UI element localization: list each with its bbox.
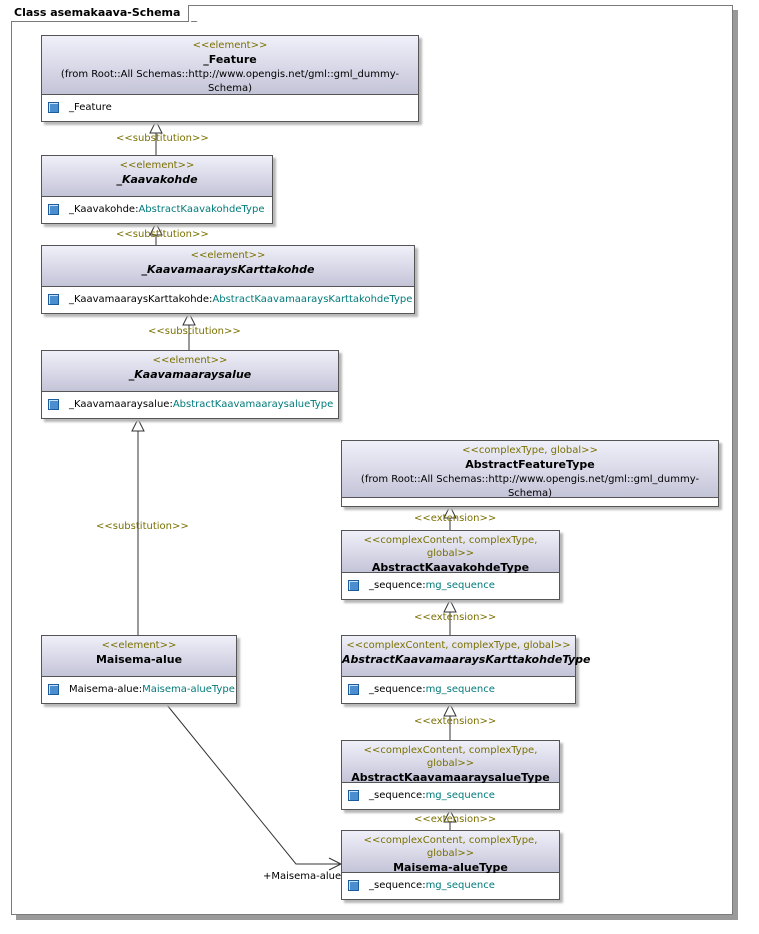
substitution-label: <<substitution>> — [116, 229, 209, 240]
attribute-icon — [48, 203, 59, 215]
attribute-row: _sequence:mg_sequence — [342, 573, 559, 599]
generalization-arrowhead — [443, 504, 457, 519]
attribute-icon — [48, 293, 59, 305]
class-header: <<complexContent, complexType, global>> … — [342, 531, 559, 574]
stereotype: <<complexContent, complexType, global>> — [363, 535, 538, 559]
attribute-type-link[interactable]: AbstractKaavamaaraysKarttakohdeType — [212, 294, 413, 305]
stereotype: <<element>> — [101, 640, 177, 651]
stereotype: <<element>> — [190, 250, 266, 261]
attribute-icon — [348, 683, 359, 695]
extension-label: <<extension>> — [414, 513, 497, 524]
class-name: _KaavamaaraysKarttakohde — [141, 263, 315, 276]
generalization-arrowhead — [149, 221, 163, 236]
attribute-name: _Kaavakohde: — [69, 204, 139, 215]
class-header: <<element>> Maisema-alue — [42, 636, 236, 677]
class-name: _Kaavakohde — [116, 173, 198, 186]
stereotype: <<complexContent, complexType, global>> — [363, 835, 538, 859]
class-header: <<complexType, global>> AbstractFeatureT… — [342, 441, 718, 499]
class-kaavamaarayskarttakohde[interactable]: <<element>> _KaavamaaraysKarttakohde _Ka… — [41, 245, 415, 314]
generalization-arrowhead — [182, 311, 196, 326]
class-name: _Kaavamaaraysalue — [128, 368, 252, 381]
class-header: <<complexContent, complexType, global>> … — [342, 636, 591, 677]
attribute-name: _sequence: — [369, 790, 426, 801]
class-header: <<element>> _Kaavamaaraysalue — [42, 351, 338, 392]
attribute-icon — [348, 879, 359, 891]
diagram-title: Class asemakaava-Schema — [11, 5, 190, 22]
class-name: Maisema-alueType — [393, 861, 508, 874]
attribute-name: Maisema-alue: — [69, 684, 143, 695]
generalization-arrowhead — [443, 702, 457, 717]
class-maisema-alue[interactable]: <<element>> Maisema-alue Maisema-alue:Ma… — [41, 635, 237, 704]
attribute-type-link[interactable]: mg_sequence — [425, 880, 495, 891]
class-kaavamaaraysalue[interactable]: <<element>> _Kaavamaaraysalue _Kaavamaar… — [41, 350, 339, 419]
package-path: (from Root::All Schemas::http://www.open… — [360, 474, 700, 499]
stereotype: <<complexContent, complexType, global>> — [363, 745, 538, 769]
attribute-icon — [348, 789, 359, 801]
attribute-icon — [48, 101, 59, 113]
class-name: AbstractKaavakohdeType — [371, 561, 530, 574]
stereotype: <<element>> — [192, 40, 268, 51]
class-header: <<complexContent, complexType, global>> … — [342, 831, 559, 874]
extension-label: <<extension>> — [414, 612, 497, 623]
attribute-type-link[interactable]: AbstractKaavakohdeType — [138, 204, 265, 215]
attribute-type-link[interactable]: mg_sequence — [425, 580, 495, 591]
substitution-label: <<substitution>> — [116, 133, 209, 144]
attribute-name: _Kaavamaaraysalue: — [69, 399, 173, 410]
stereotype: <<element>> — [152, 355, 228, 366]
attribute-row: _sequence:mg_sequence — [342, 783, 559, 809]
class-header: <<element>> _Feature (from Root::All Sch… — [42, 36, 418, 95]
class-name: AbstractKaavamaaraysalueType — [351, 771, 550, 784]
class-name: Maisema-alue — [95, 653, 183, 666]
class-header: <<element>> _KaavamaaraysKarttakohde — [42, 246, 414, 287]
attribute-type-link[interactable]: Maisema-alueType — [142, 684, 235, 695]
class-name: AbstractFeatureType — [465, 458, 595, 471]
attribute-icon — [348, 579, 359, 591]
attribute-name: _KaavamaaraysKarttakohde: — [69, 294, 213, 305]
class-abstractkaavamaaraysaluetype[interactable]: <<complexContent, complexType, global>> … — [341, 740, 560, 810]
attribute-row: _KaavamaaraysKarttakohde:AbstractKaavama… — [42, 287, 414, 313]
class-kaavakohde[interactable]: <<element>> _Kaavakohde _Kaavakohde:Abst… — [41, 155, 273, 224]
attribute-row: _Kaavamaaraysalue:AbstractKaavamaaraysal… — [42, 392, 338, 418]
attribute-row: _sequence:mg_sequence — [342, 873, 559, 899]
package-path: (from Root::All Schemas::http://www.open… — [60, 69, 400, 94]
attribute-row: _sequence:mg_sequence — [342, 677, 575, 703]
attribute-type-link[interactable]: AbstractKaavamaaraysalueType — [172, 399, 334, 410]
class-abstractfeaturetype[interactable]: <<complexType, global>> AbstractFeatureT… — [341, 440, 719, 507]
attribute-type-link[interactable]: mg_sequence — [425, 684, 495, 695]
stereotype: <<complexContent, complexType, global>> — [346, 640, 571, 651]
generalization-arrowhead — [149, 119, 163, 134]
substitution-label: <<substitution>> — [148, 326, 241, 337]
attribute-icon — [48, 683, 59, 695]
class-feature[interactable]: <<element>> _Feature (from Root::All Sch… — [41, 35, 419, 122]
substitution-label: <<substitution>> — [96, 521, 189, 532]
class-abstractkaavakohdetype[interactable]: <<complexContent, complexType, global>> … — [341, 530, 560, 600]
stereotype: <<complexType, global>> — [462, 445, 598, 456]
attribute-row: _Feature — [42, 95, 418, 121]
association-edge — [166, 704, 341, 865]
extension-label: <<extension>> — [414, 716, 497, 727]
attribute-name: _sequence: — [369, 580, 426, 591]
stereotype: <<element>> — [119, 160, 195, 171]
class-maisema-aluetype[interactable]: <<complexContent, complexType, global>> … — [341, 830, 560, 900]
generalization-arrowhead — [131, 417, 145, 432]
extension-label: <<extension>> — [414, 814, 497, 825]
attribute-type-link[interactable]: mg_sequence — [425, 790, 495, 801]
attribute-name: _sequence: — [369, 684, 426, 695]
association-role-label: +Maisema-alue — [263, 871, 342, 882]
class-name: AbstractKaavamaaraysKarttakohdeType — [342, 653, 591, 666]
class-header: <<element>> _Kaavakohde — [42, 156, 272, 197]
class-name: _Feature — [203, 53, 257, 66]
attribute-row: Maisema-alue:Maisema-alueType — [42, 677, 236, 703]
attribute-name: _sequence: — [369, 880, 426, 891]
generalization-arrowhead — [443, 808, 457, 823]
attribute-name: _Feature — [69, 102, 112, 113]
class-abstractkaavamaarayskarttakohdetype[interactable]: <<complexContent, complexType, global>> … — [341, 635, 591, 704]
generalization-arrowhead — [443, 598, 457, 613]
attribute-row: _Kaavakohde:AbstractKaavakohdeType — [42, 197, 272, 223]
class-header: <<complexContent, complexType, global>> … — [342, 741, 559, 784]
attribute-icon — [48, 398, 59, 410]
